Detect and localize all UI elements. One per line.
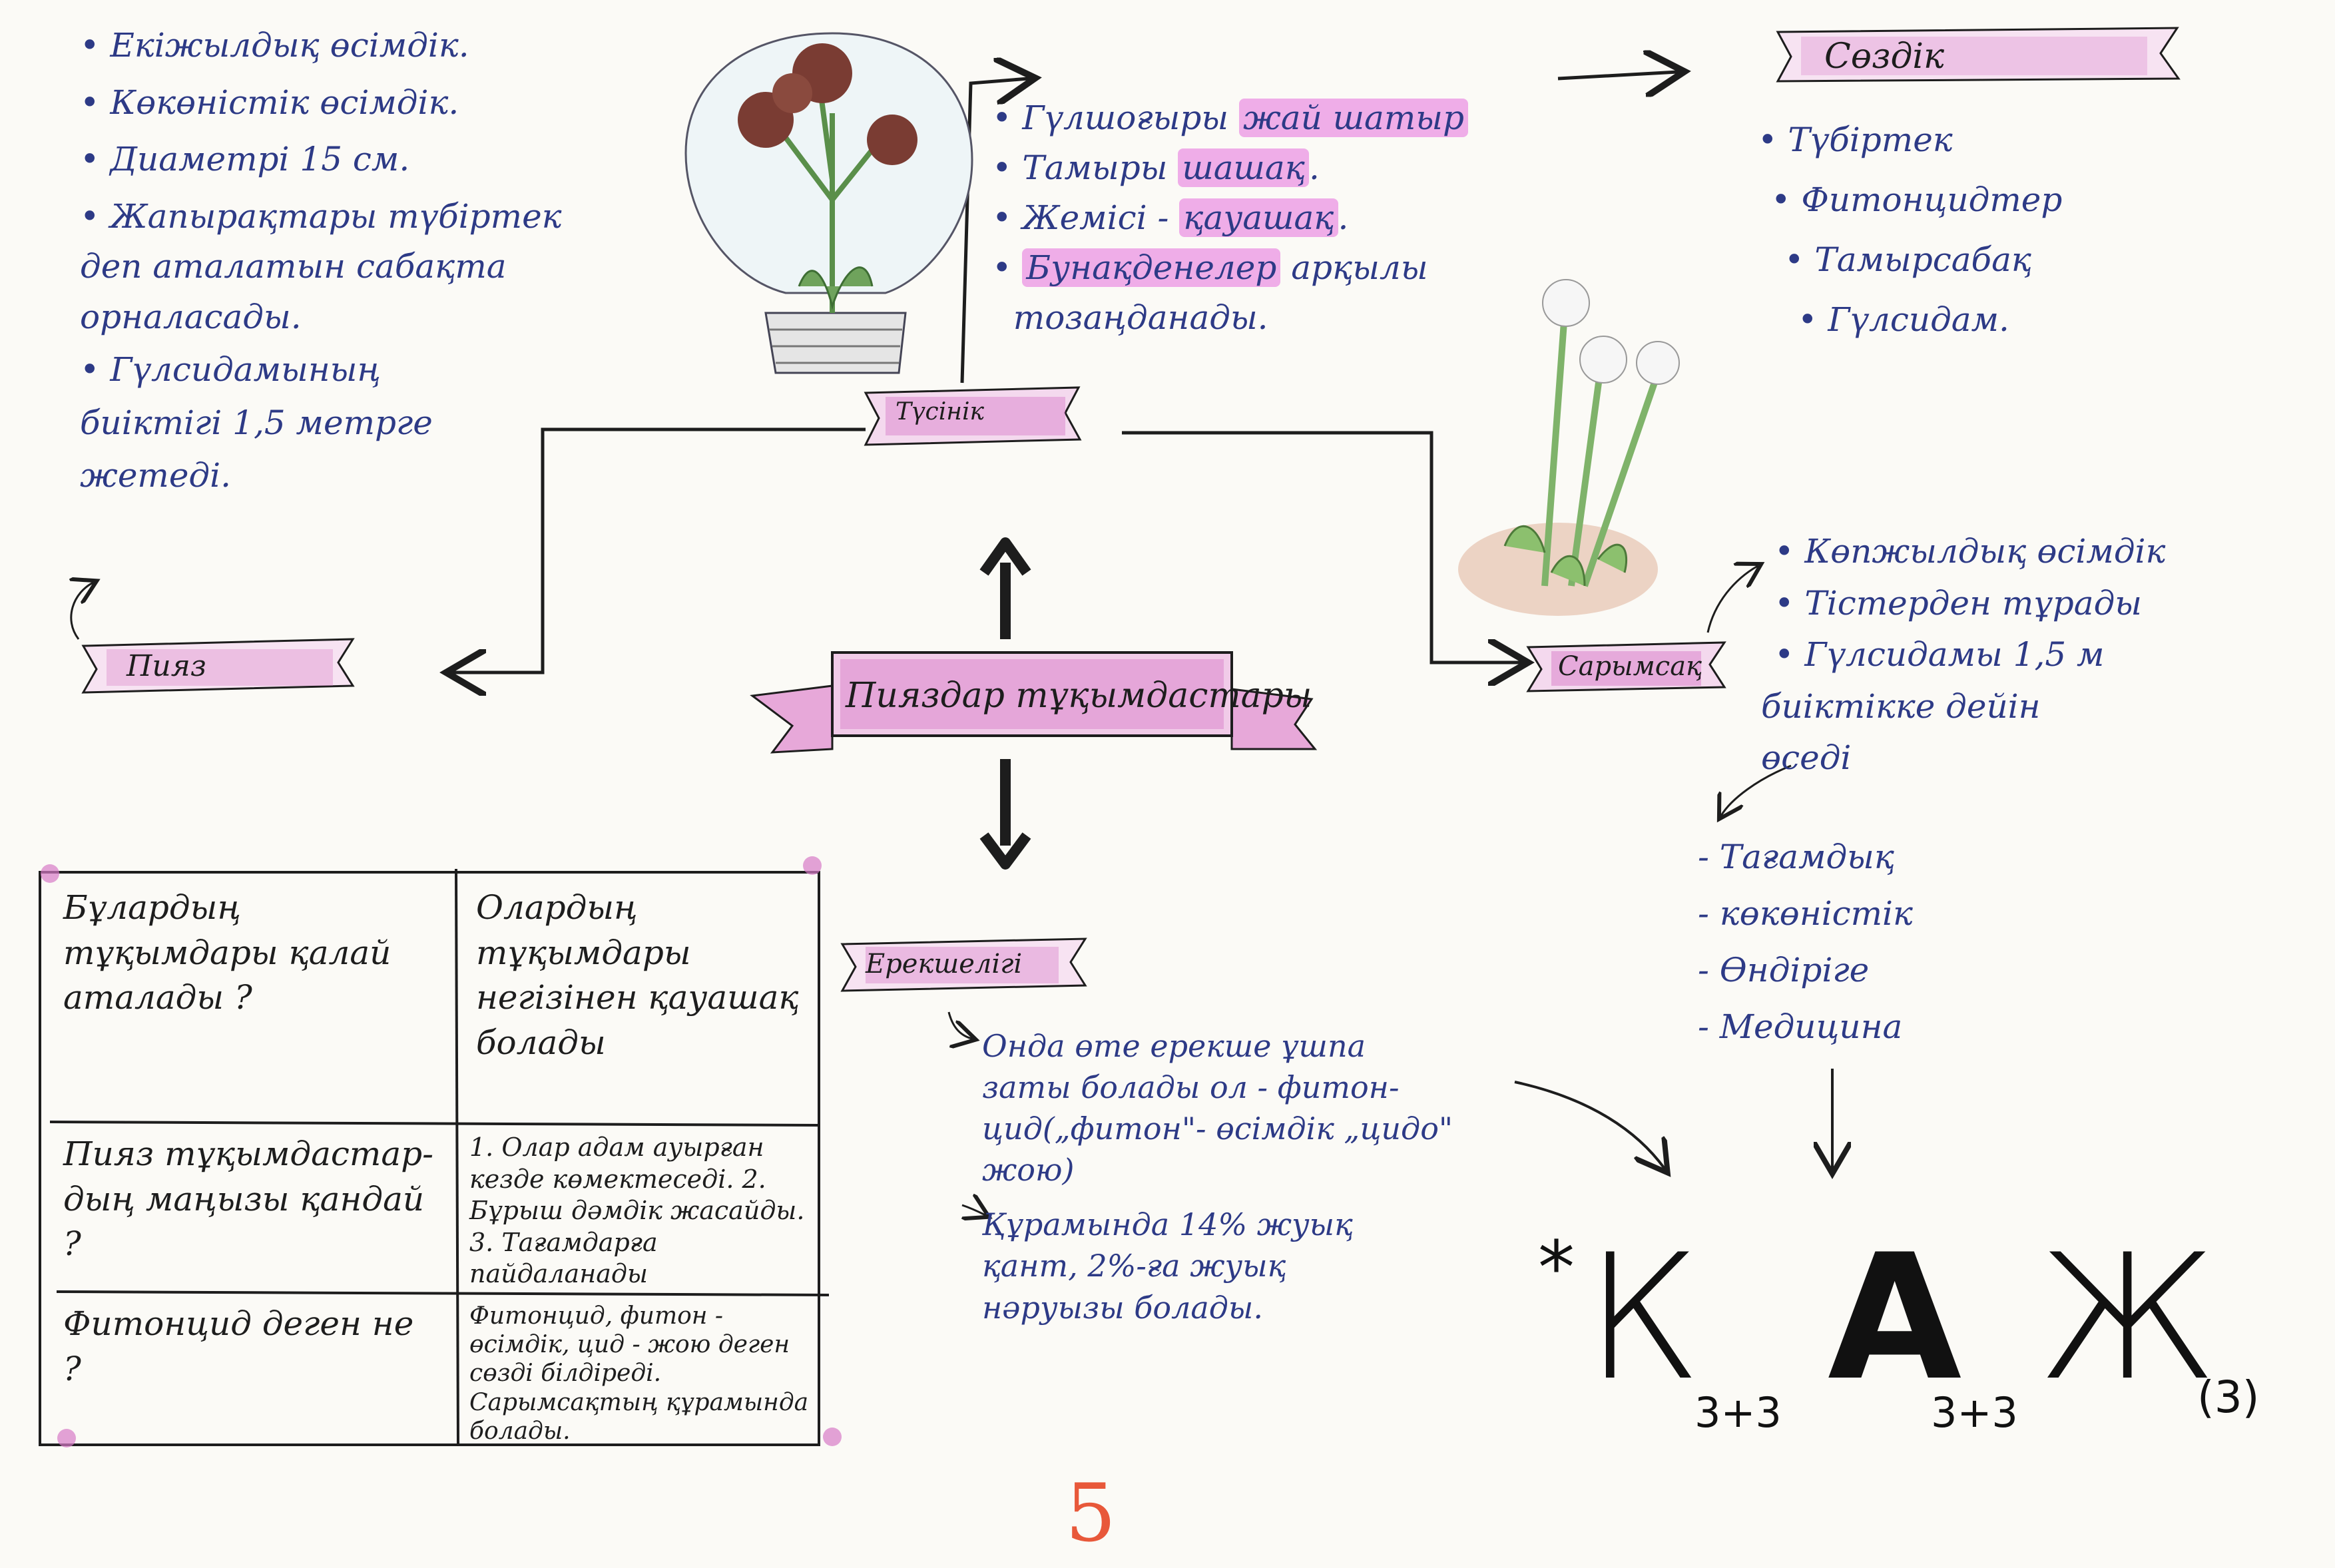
garlic-note: өседі	[1761, 738, 1852, 777]
onion-note: орналасады.	[80, 297, 302, 336]
down-arrow	[979, 759, 1031, 870]
onion-plant-illustration	[684, 32, 973, 374]
up-arrow	[979, 537, 1031, 639]
garlic-banner	[1526, 641, 1726, 692]
dictionary-banner	[1776, 27, 2181, 83]
table-question-2: Пияз тұқымдастар-дың маңызы қандай ?	[63, 1135, 434, 1263]
feature-line: жою)	[982, 1152, 1075, 1188]
table-answer-1: Олардың тұқымдары негізінен қауашақ бола…	[476, 888, 799, 1062]
onion-note: • Диаметрі 15 см.	[80, 140, 410, 178]
onion-note: • Гүлсидамының	[80, 350, 382, 389]
table-answer-3: Фитонцид, фитон - өсімдік, цид - жою дег…	[469, 1302, 809, 1445]
formula-zh-sub: (3)	[2197, 1372, 2260, 1423]
concept-item: • Тамыры шашақ.	[992, 148, 1320, 187]
concept-item: • Жемісі - қауашақ.	[992, 198, 1349, 237]
concept-banner	[864, 386, 1082, 446]
concept-item: • Гүлшоғыры жай шатыр	[992, 93, 1469, 143]
garlic-note: биіктікке дейін	[1761, 686, 2041, 726]
garlic-note: • Тістерден тұрады	[1774, 583, 2143, 623]
feature-line: заты болады ол - фитон-	[982, 1069, 1400, 1106]
feature-banner	[840, 937, 1087, 992]
concept-item: тозаңданады.	[1013, 298, 1268, 337]
onion-note: • Көкөністік өсімдік.	[80, 83, 459, 122]
feature-text: Онда өте ерекше ұшпа заты болады ол - фи…	[982, 1025, 1453, 1328]
feature-label: Ерекшелігі	[866, 949, 1023, 979]
concept-to-garlic-arrow	[1122, 431, 1521, 662]
formula-k: К	[1585, 1218, 1702, 1419]
feature-line: нәруызы болады.	[982, 1289, 1264, 1326]
feature-arrow-2	[962, 1205, 985, 1215]
page-number: 5	[1065, 1467, 1117, 1560]
garlic-uses-arrow	[1721, 764, 1792, 816]
dictionary-item: • Тамырсабақ	[1784, 240, 2032, 279]
onion-note: • Жапырақтары түбіртек	[80, 196, 562, 236]
garlic-plant-illustration	[1458, 279, 1680, 616]
formula-k-sub: 3+3	[1694, 1388, 1782, 1437]
garlic-use: - Тағамдық	[1698, 838, 1895, 876]
concept-list: • Гүлшоғыры жай шатыр • Тамыры шашақ. • …	[992, 93, 1469, 343]
table-question-3: Фитонцид деген не ?	[63, 1304, 414, 1388]
table-corner-marks	[41, 856, 842, 1447]
onion-banner	[81, 638, 355, 694]
center-title: Пияздар тұқымдастары	[846, 676, 1312, 716]
garlic-use: - көкөністік	[1698, 894, 1913, 933]
formula-a: А	[1828, 1218, 1962, 1419]
onion-note: • Екіжылдық өсімдік.	[80, 26, 469, 65]
onion-note: деп аталатын сабақта	[80, 247, 507, 286]
formula-a-sub: 3+3	[1931, 1388, 2018, 1437]
garlic-note: • Көпжылдық өсімдік	[1774, 532, 2166, 571]
dictionary-label: Сөздік	[1824, 37, 1945, 77]
concept-item: • Бунақденелер арқылы	[992, 248, 1428, 287]
dictionary-item: • Фитонцидтер	[1771, 180, 2063, 219]
feature-to-formula-arrow	[1514, 1081, 1665, 1169]
onion-label: Пияз	[127, 649, 206, 683]
dictionary-item: • Түбіртек	[1758, 121, 1953, 159]
garlic-uses: - Тағамдық - көкөністік - Өндіріге - Мед…	[1698, 829, 1913, 1055]
garlic-notes-arrow	[1706, 566, 1758, 633]
concept-label: Түсінік	[896, 398, 984, 425]
feature-line: цид(„фитон"- өсімдік „цидо"	[982, 1111, 1453, 1147]
garlic-notes: • Көпжылдық өсімдік • Тістерден тұрады •…	[1761, 526, 2166, 784]
feature-arrow	[947, 1011, 972, 1039]
feature-line: Құрамында 14% жуық	[982, 1206, 1353, 1243]
concept-to-onion-arrow	[453, 427, 866, 672]
table-question-1: Бұлардың тұқымдары қалай аталады ?	[63, 888, 391, 1017]
to-dictionary-arrow	[1557, 72, 1678, 79]
onion-notes: • Екіжылдық өсімдік. • Көкөністік өсімді…	[80, 26, 562, 495]
table-answer-2: 1. Олар адам ауырған кезде көмектеседі. …	[469, 1133, 805, 1288]
onion-curl-arrow	[71, 583, 93, 640]
feature-line: қант, 2%-ға жуық	[982, 1248, 1286, 1284]
garlic-use: - Медицина	[1698, 1007, 1903, 1046]
onion-note: жетеді.	[80, 456, 232, 495]
garlic-note: • Гүлсидамы 1,5 м	[1774, 635, 2105, 674]
onion-note: биіктігі 1,5 метрге	[80, 403, 433, 442]
garlic-use: - Өндіріге	[1698, 951, 1870, 989]
dictionary-list: • Түбіртек • Фитонцидтер • Тамырсабақ • …	[1758, 110, 2062, 350]
formula-star: *	[1538, 1225, 1575, 1310]
qa-table-grid	[39, 868, 830, 1446]
garlic-label: Сарымсақ	[1558, 651, 1702, 682]
formula-zh: Ж	[2037, 1218, 2218, 1419]
feature-line: Онда өте ерекше ұшпа	[982, 1028, 1366, 1064]
dictionary-item: • Гүлсидам.	[1798, 300, 2009, 339]
center-banner	[750, 651, 1318, 754]
concept-to-list-arrow	[960, 79, 1029, 384]
